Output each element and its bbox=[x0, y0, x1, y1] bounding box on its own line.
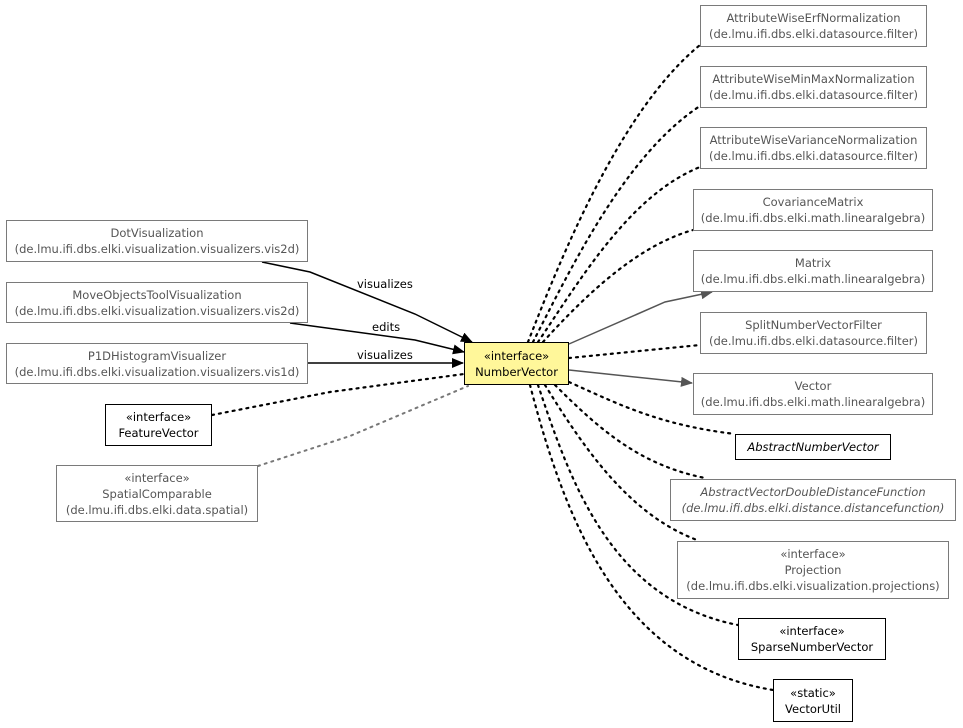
node-name: AbstractVectorDoubleDistanceFunction bbox=[700, 485, 926, 499]
node-abstractvectordoubledistancefunction[interactable]: AbstractVectorDoubleDistanceFunction (de… bbox=[670, 479, 956, 521]
node-package: (de.lmu.ifi.dbs.elki.math.linearalgebra) bbox=[700, 211, 926, 225]
edge-dotvisualization bbox=[261, 261, 473, 343]
node-name: FeatureVector bbox=[118, 426, 199, 440]
node-name: DotVisualization bbox=[110, 226, 204, 240]
edge-projection bbox=[543, 383, 699, 542]
node-name: SpatialComparable bbox=[102, 486, 212, 501]
edge-label-visualizes-dot: visualizes bbox=[357, 277, 413, 291]
edge-moveobjects bbox=[289, 322, 465, 355]
edge-abstractnumbervector bbox=[567, 380, 737, 436]
edge-abstractvectordistance bbox=[553, 383, 707, 480]
edge-vector bbox=[568, 369, 693, 387]
node-name: VectorUtil bbox=[785, 701, 841, 716]
node-package: (de.lmu.ifi.dbs.elki.math.linearalgebra) bbox=[700, 395, 926, 409]
edge-vectorutil bbox=[528, 383, 775, 692]
node-package: (de.lmu.ifi.dbs.elki.distance.distancefu… bbox=[681, 501, 945, 515]
node-name: AttributeWiseMinMaxNormalization bbox=[712, 72, 915, 86]
node-name: AbstractNumberVector bbox=[747, 440, 879, 454]
node-package: (de.lmu.ifi.dbs.elki.datasource.filter) bbox=[709, 334, 918, 348]
node-name: Vector bbox=[794, 379, 832, 393]
node-name: SparseNumberVector bbox=[750, 640, 874, 654]
edge-covariancematrix bbox=[541, 228, 695, 344]
node-vector[interactable]: Vector (de.lmu.ifi.dbs.elki.math.lineara… bbox=[693, 373, 933, 415]
node-stereotype: «interface» bbox=[780, 547, 846, 561]
node-projection[interactable]: «interface» Projection (de.lmu.ifi.dbs.e… bbox=[677, 541, 949, 599]
node-name: P1DHistogramVisualizer bbox=[87, 348, 227, 363]
node-package: (de.lmu.ifi.dbs.elki.datasource.filter) bbox=[709, 27, 918, 41]
node-name: Matrix bbox=[794, 256, 832, 270]
edge-splitnumbervectorfilter bbox=[567, 343, 702, 360]
edge-minmaxnormalization bbox=[531, 104, 702, 344]
node-attributewisevariancenormalization[interactable]: AttributeWiseVarianceNormalization (de.l… bbox=[700, 127, 927, 169]
node-package: (de.lmu.ifi.dbs.elki.data.spatial) bbox=[65, 502, 249, 517]
center-node-numbervector[interactable]: «interface» NumberVector bbox=[464, 342, 569, 385]
edge-label-edits: edits bbox=[372, 320, 401, 334]
node-sparsenumbervector[interactable]: «interface» SparseNumberVector bbox=[738, 618, 886, 660]
node-name: MoveObjectsToolVisualization bbox=[72, 287, 242, 302]
edge-spatialcomparable bbox=[257, 385, 469, 467]
node-package: (de.lmu.ifi.dbs.elki.visualization.visua… bbox=[14, 364, 300, 379]
node-name: AttributeWiseErfNormalization bbox=[726, 11, 901, 25]
node-dotvisualization[interactable]: DotVisualization (de.lmu.ifi.dbs.elki.vi… bbox=[6, 220, 308, 262]
node-stereotype: «interface» bbox=[779, 624, 845, 638]
node-package: (de.lmu.ifi.dbs.elki.math.linearalgebra) bbox=[700, 272, 926, 286]
node-stereotype: «interface» bbox=[125, 410, 192, 424]
node-featurevector[interactable]: «interface» FeatureVector bbox=[105, 404, 212, 446]
edge-featurevector bbox=[210, 372, 466, 417]
node-package: (de.lmu.ifi.dbs.elki.datasource.filter) bbox=[709, 88, 918, 102]
node-name: CovarianceMatrix bbox=[762, 195, 864, 209]
edge-label-visualizes-p1d: visualizes bbox=[357, 348, 413, 362]
node-p1dhistogramvisualizer[interactable]: P1DHistogramVisualizer (de.lmu.ifi.dbs.e… bbox=[6, 343, 308, 384]
node-name: Projection bbox=[784, 563, 842, 577]
node-stereotype: «interface» bbox=[124, 470, 190, 485]
edge-matrix bbox=[568, 289, 713, 345]
node-package: (de.lmu.ifi.dbs.elki.datasource.filter) bbox=[709, 149, 918, 163]
center-stereotype: «interface» bbox=[483, 348, 550, 363]
node-stereotype: «static» bbox=[790, 685, 836, 700]
node-abstractnumbervector[interactable]: AbstractNumberVector bbox=[735, 434, 891, 460]
center-name: NumberVector bbox=[475, 364, 558, 379]
node-name: AttributeWiseVarianceNormalization bbox=[709, 133, 918, 147]
node-attributewiseminmaxnormalization[interactable]: AttributeWiseMinMaxNormalization (de.lmu… bbox=[700, 66, 927, 108]
node-covariancematrix[interactable]: CovarianceMatrix (de.lmu.ifi.dbs.elki.ma… bbox=[693, 189, 933, 231]
node-moveobjectstoolvisualization[interactable]: MoveObjectsToolVisualization (de.lmu.ifi… bbox=[6, 282, 308, 323]
node-package: (de.lmu.ifi.dbs.elki.visualization.visua… bbox=[14, 303, 300, 318]
node-spatialcomparable[interactable]: «interface» SpatialComparable (de.lmu.if… bbox=[56, 465, 258, 522]
node-name: SplitNumberVectorFilter bbox=[745, 318, 882, 332]
node-package: (de.lmu.ifi.dbs.elki.visualization.proje… bbox=[686, 579, 940, 593]
edge-erfnormalization bbox=[526, 43, 702, 344]
node-attributewiseerfnormalization[interactable]: AttributeWiseErfNormalization (de.lmu.if… bbox=[700, 5, 927, 47]
edge-sparsenumbervector bbox=[536, 383, 740, 627]
node-splitnumbervectorfilter[interactable]: SplitNumberVectorFilter (de.lmu.ifi.dbs.… bbox=[700, 312, 927, 354]
node-vectorutil[interactable]: «static» VectorUtil bbox=[773, 679, 853, 722]
node-matrix[interactable]: Matrix (de.lmu.ifi.dbs.elki.math.lineara… bbox=[693, 250, 933, 292]
node-package: (de.lmu.ifi.dbs.elki.visualization.visua… bbox=[14, 242, 300, 256]
edge-variancenormalization bbox=[536, 165, 702, 344]
